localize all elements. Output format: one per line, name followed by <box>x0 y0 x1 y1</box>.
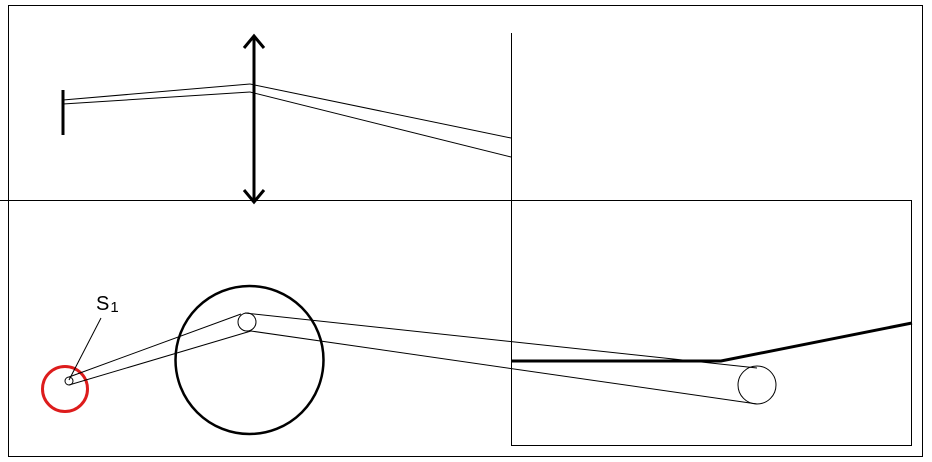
thick-bent-line <box>512 321 913 363</box>
outer-frame <box>8 5 923 457</box>
top-ray-upper-left <box>62 83 251 101</box>
label-s1: S1 <box>96 293 119 316</box>
top-ray-lower-left <box>62 91 251 105</box>
lens-circle <box>174 284 325 436</box>
bottom-ray-lower-right <box>250 330 758 405</box>
label-pointer-line <box>68 317 102 381</box>
lens-double-arrow <box>242 33 266 205</box>
bottom-ray-upper-left <box>68 313 242 378</box>
top-ray-lower-right <box>249 91 512 158</box>
label-s-letter: S <box>96 293 109 315</box>
label-s-subscript: 1 <box>110 299 118 316</box>
pivot-circle <box>237 312 257 332</box>
bottom-ray-lower-left <box>68 330 252 386</box>
bottom-ray-upper-right <box>244 312 758 369</box>
top-ray-upper-right <box>249 83 512 139</box>
inset-box <box>511 200 912 446</box>
source-highlight-circle <box>41 365 89 413</box>
end-circle <box>737 365 777 405</box>
